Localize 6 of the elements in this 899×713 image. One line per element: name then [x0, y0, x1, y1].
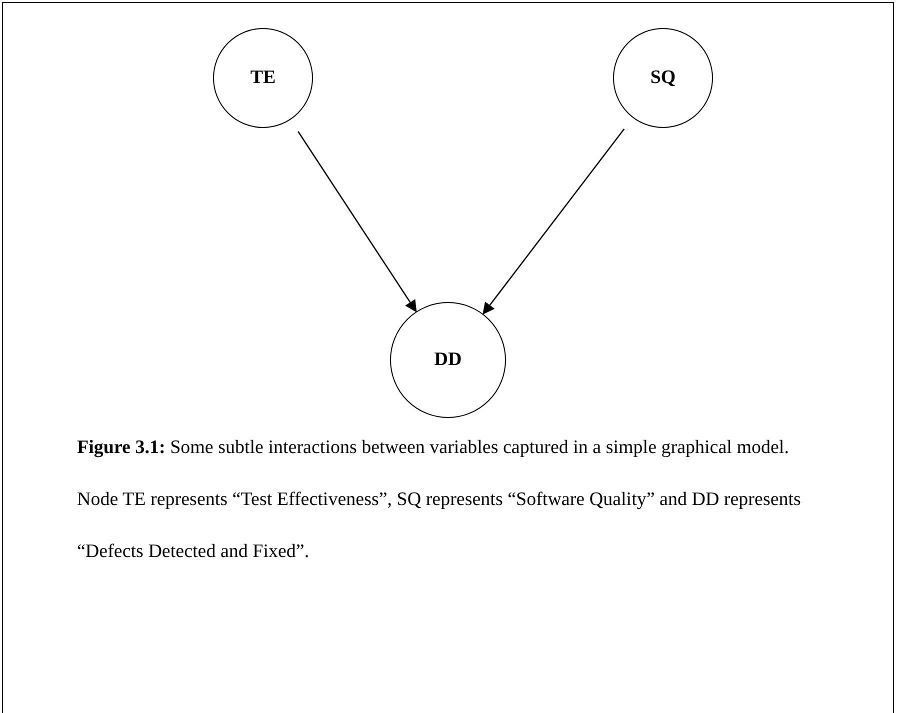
node-label: TE	[250, 66, 276, 90]
node-label: DD	[434, 348, 462, 372]
figure-caption: Figure 3.1: Some subtle interactions between variables captured in a simple graphical model. Node TE represents “Test Effectiveness”, SQ represents “Software Quality” and DD represents “Defects Detected and Fixed”.	[77, 436, 802, 564]
node-label: SQ	[650, 66, 676, 90]
arrow	[298, 131, 417, 312]
arrow	[482, 128, 625, 315]
